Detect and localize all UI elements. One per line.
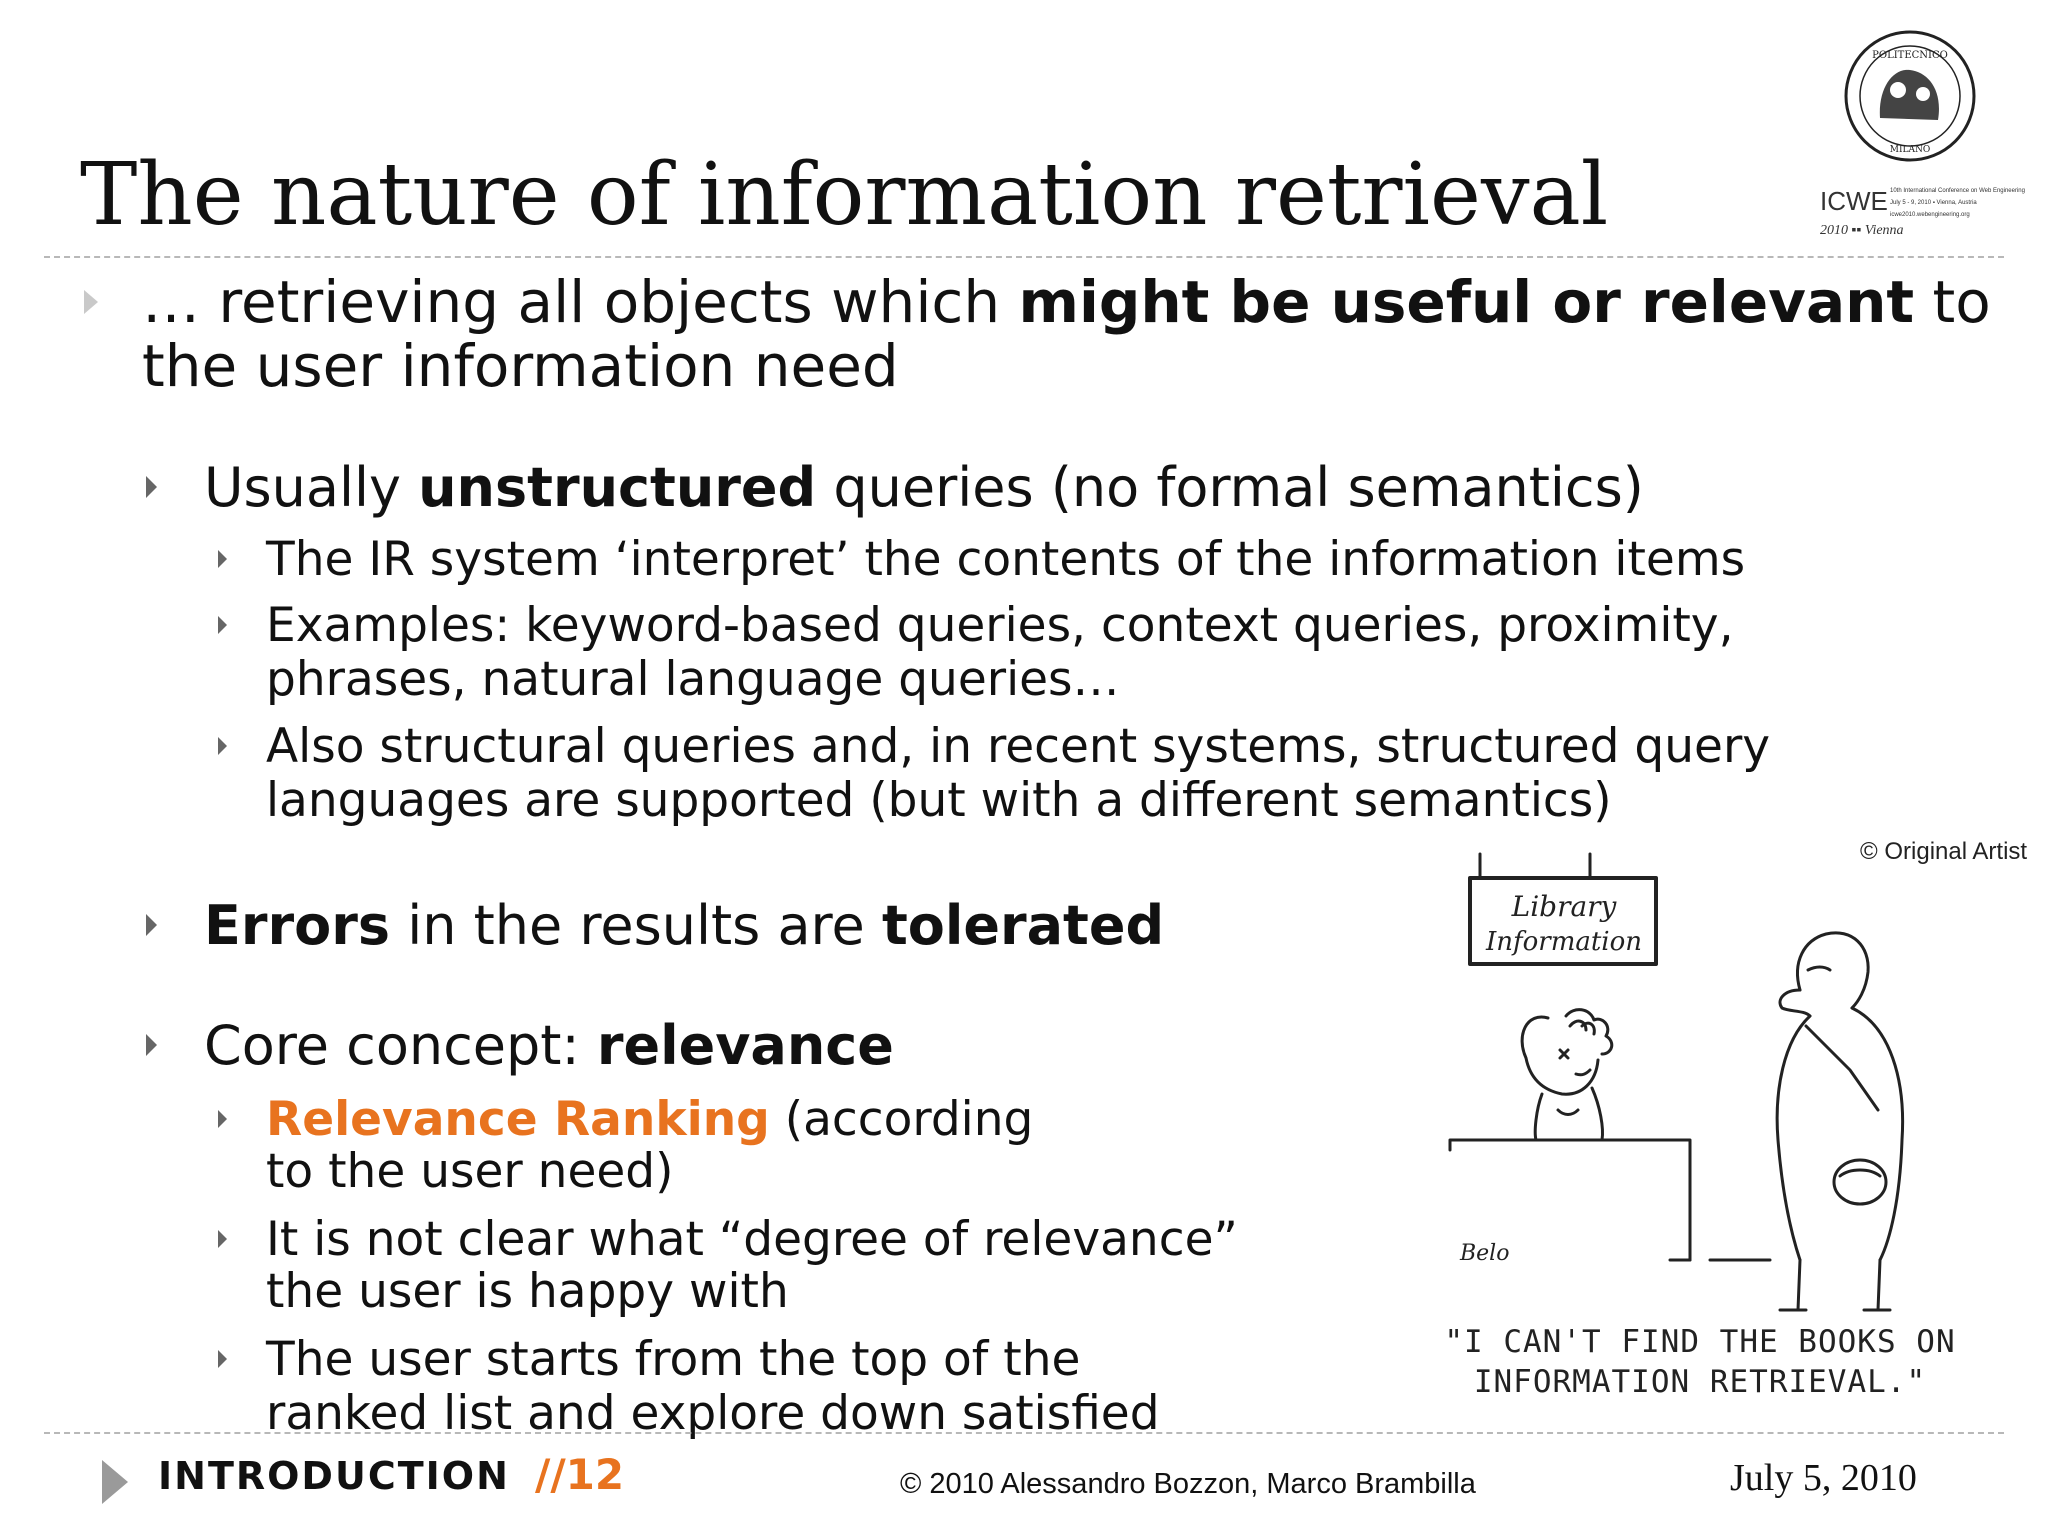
subbullet-degree-of-relevance: It is not clear what “degree of relevanc… xyxy=(266,1212,1238,1267)
bullet-icon xyxy=(218,1110,227,1128)
cartoon-caption-line1: "I CAN'T FIND THE BOOKS ON xyxy=(1444,1324,1956,1360)
footer-divider xyxy=(44,1432,2004,1434)
bullet-core-concept: Core concept: relevance xyxy=(204,1014,894,1077)
bullet-unstructured-queries: Usually unstructured queries (no formal … xyxy=(204,456,1644,519)
subbullet-structural-queries-cont: languages are supported (but with a diff… xyxy=(266,773,1612,828)
svg-text:Belo: Belo xyxy=(1459,1241,1509,1266)
subbullet-examples-cont: phrases, natural language queries… xyxy=(266,652,1120,707)
footer-page-number: //12 xyxy=(535,1450,625,1499)
bullet-icon xyxy=(146,476,157,498)
slide-title: The nature of information retrieval xyxy=(80,145,1609,245)
svg-text:icwe2010.webengineering.org: icwe2010.webengineering.org xyxy=(1890,212,1970,218)
bullet-retrieving-objects: … retrieving all objects which might be … xyxy=(142,268,1991,336)
cartoon-caption-line2: INFORMATION RETRIEVAL." xyxy=(1473,1364,1927,1400)
bullet-icon xyxy=(218,1230,227,1248)
footer-arrow-icon xyxy=(102,1460,128,1504)
bullet-icon xyxy=(146,1034,157,1056)
subbullet-examples: Examples: keyword-based queries, context… xyxy=(266,598,1734,653)
svg-text:POLITECNICO: POLITECNICO xyxy=(1872,50,1948,61)
svg-text:MILANO: MILANO xyxy=(1890,145,1931,155)
svg-text:ICWE: ICWE xyxy=(1820,186,1888,216)
bullet-icon xyxy=(218,1350,227,1368)
footer-copyright: © 2010 Alessandro Bozzon, Marco Brambill… xyxy=(900,1468,1476,1500)
cartoon-caption: "I CAN'T FIND THE BOOKS ON INFORMATION R… xyxy=(1420,1322,1980,1402)
politecnico-seal-logo: POLITECNICO MILANO xyxy=(1844,30,1976,162)
bullet-errors-tolerated: Errors in the results are tolerated xyxy=(204,894,1165,957)
subbullet-ranked-list: The user starts from the top of the xyxy=(266,1332,1081,1387)
library-cartoon-image: Library Information Belo xyxy=(1448,852,1905,1312)
icwe-logo: ICWE 10th International Conference on We… xyxy=(1820,186,2025,238)
conference-logos: POLITECNICO MILANO ICWE 10th Internation… xyxy=(1820,30,2025,238)
bullet-icon xyxy=(218,550,227,568)
bullet-icon xyxy=(218,616,227,634)
bullet-icon xyxy=(218,737,227,755)
svg-text:2010 ▪▪ Vienna: 2010 ▪▪ Vienna xyxy=(1820,223,1904,238)
svg-text:Library: Library xyxy=(1511,890,1618,923)
subbullet-degree-of-relevance-cont: the user is happy with xyxy=(266,1264,789,1319)
subbullet-ranked-list-cont: ranked list and explore down satisfied xyxy=(266,1386,1160,1441)
bullet-icon xyxy=(84,290,98,314)
subbullet-relevance-ranking-cont: to the user need) xyxy=(266,1144,674,1199)
subbullet-ir-interpret: The IR system ‘interpret’ the contents o… xyxy=(266,532,1746,587)
cartoon-credit: © Original Artist xyxy=(1860,838,2028,865)
bullet-retrieving-objects-cont: the user information need xyxy=(142,332,899,400)
subbullet-structural-queries: Also structural queries and, in recent s… xyxy=(266,719,1771,774)
subbullet-relevance-ranking: Relevance Ranking (according xyxy=(266,1092,1034,1147)
bullet-icon xyxy=(146,914,157,936)
title-divider xyxy=(44,256,2004,258)
footer-section: INTRODUCTION xyxy=(158,1454,510,1498)
svg-text:Information: Information xyxy=(1485,927,1642,957)
svg-text:July 5 - 9, 2010 ▪ Vienna, Aus: July 5 - 9, 2010 ▪ Vienna, Austria xyxy=(1890,200,1977,206)
svg-text:10th International Conference: 10th International Conference on Web Eng… xyxy=(1890,188,2025,194)
footer-date: July 5, 2010 xyxy=(1730,1457,1917,1499)
